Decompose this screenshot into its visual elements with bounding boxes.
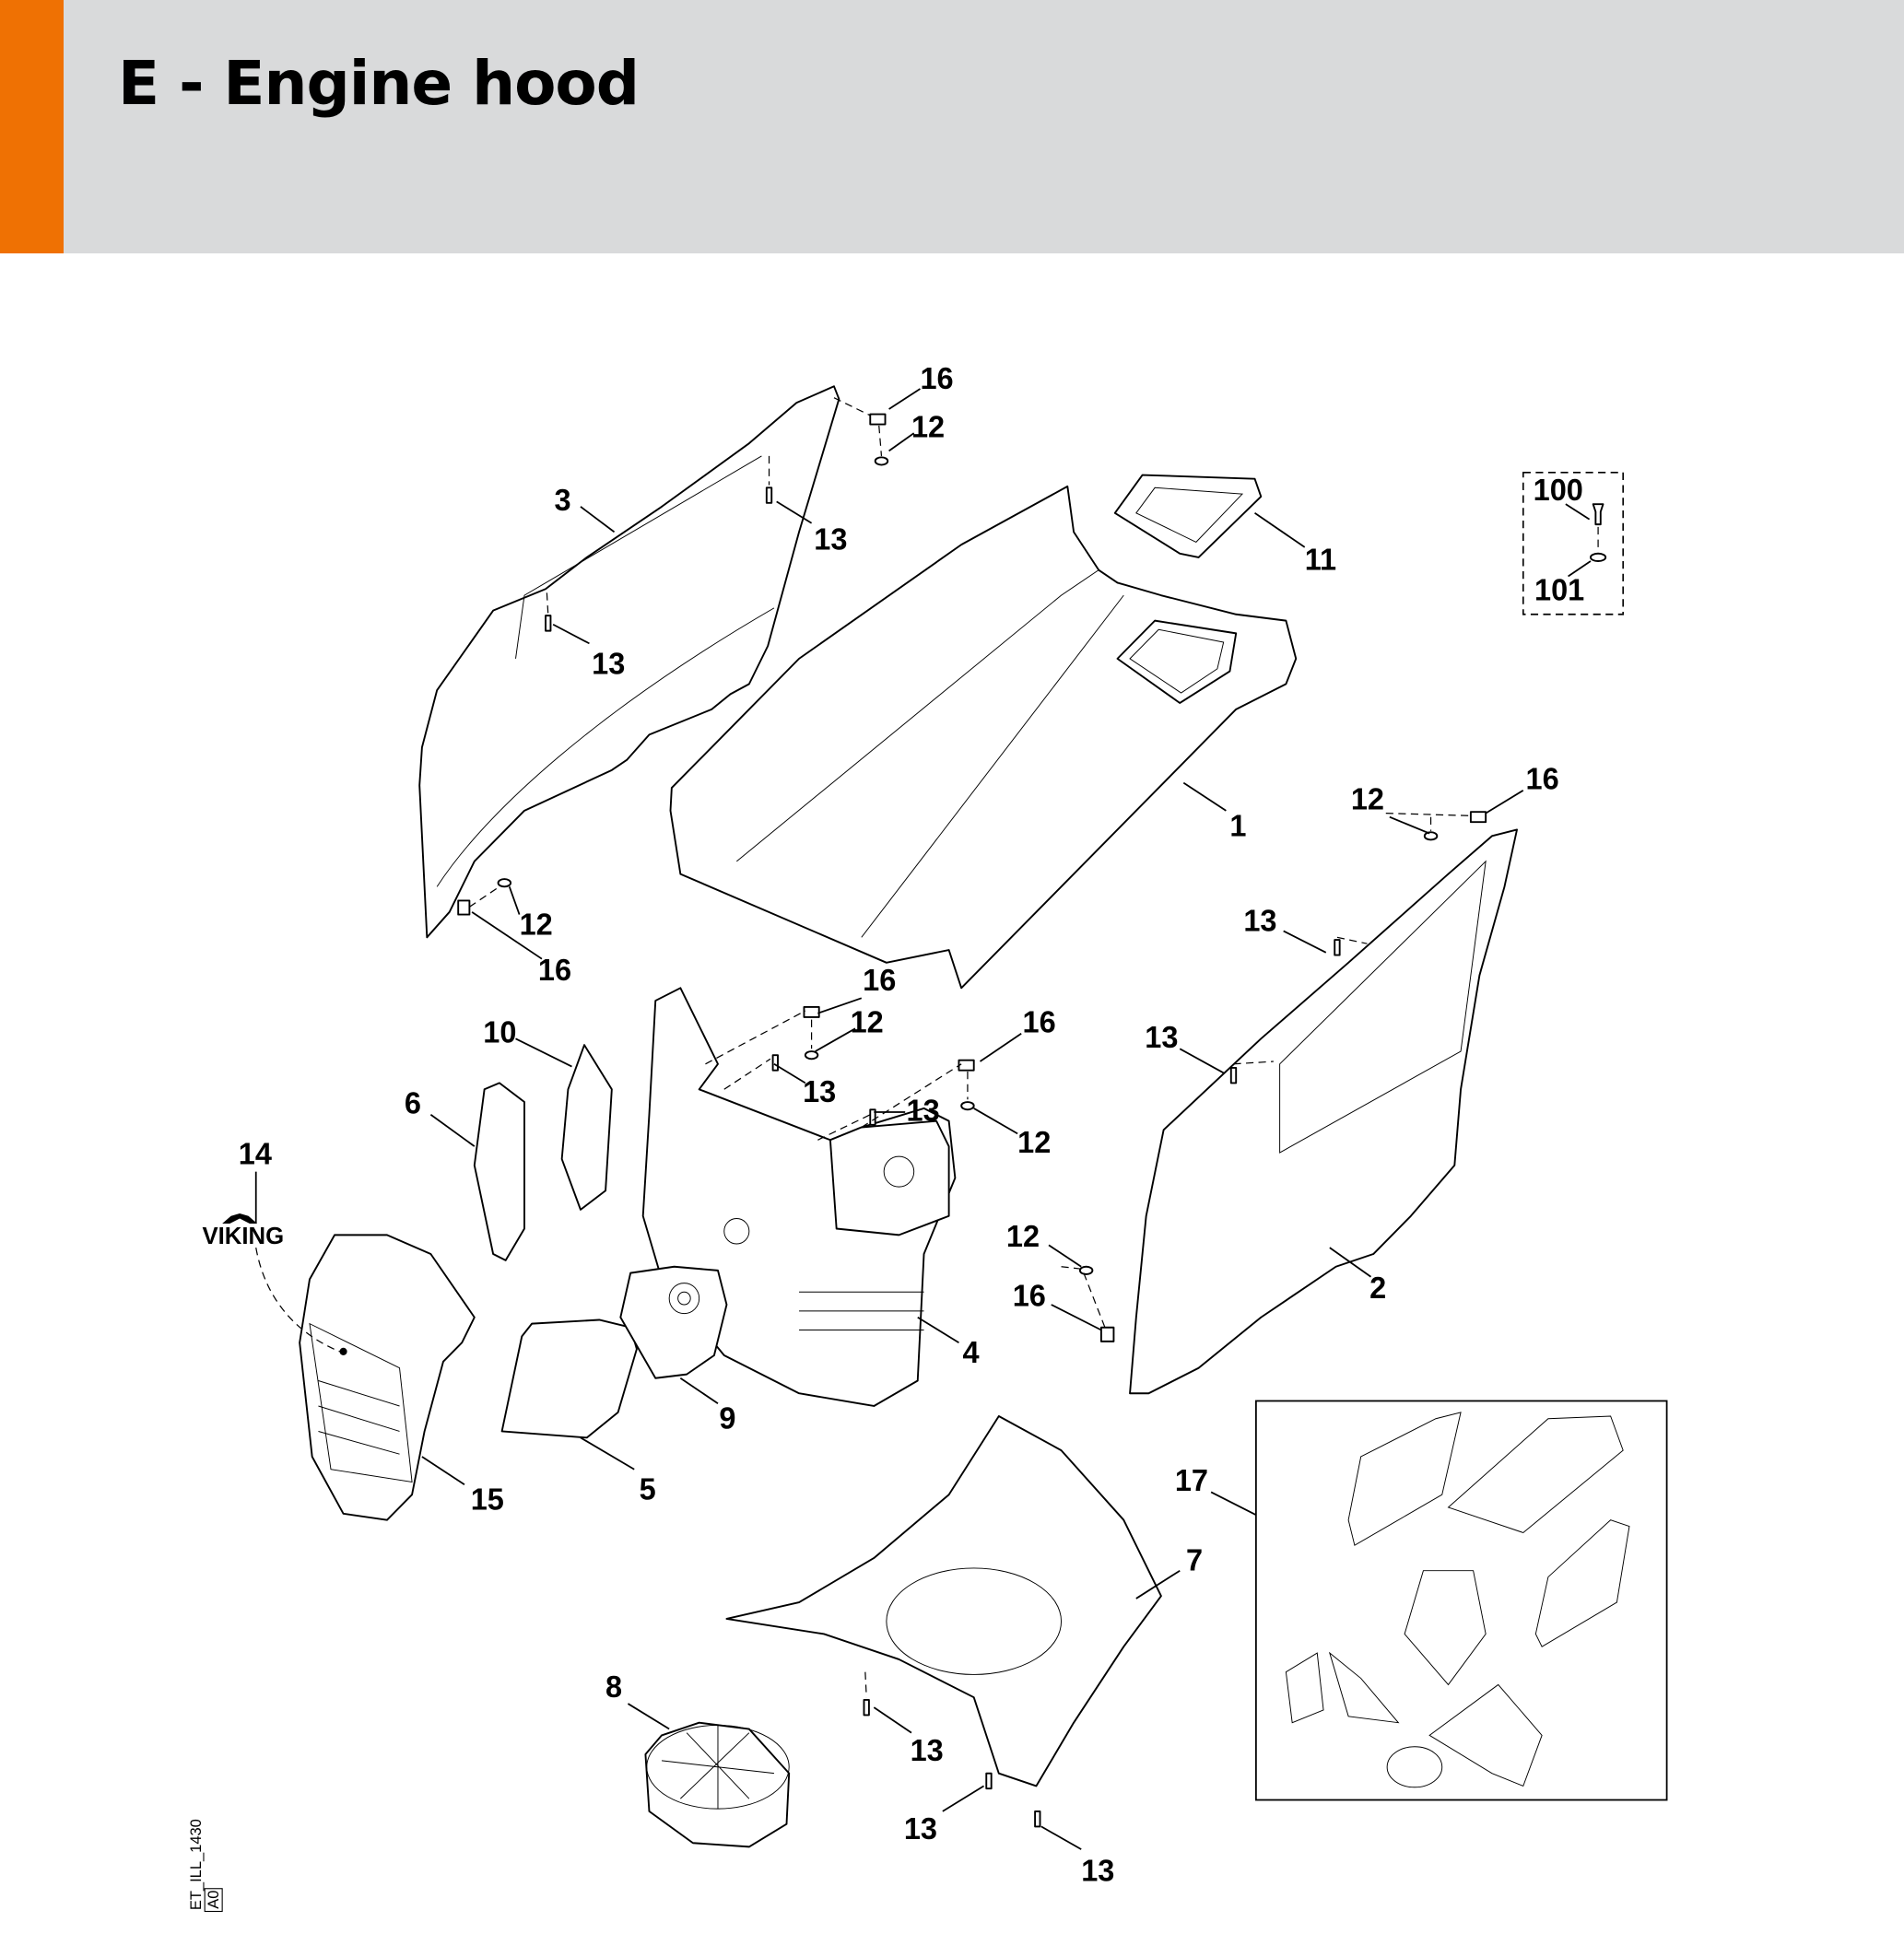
kit-box-100-101: [1522, 471, 1624, 615]
screw-icon: [765, 486, 773, 504]
callout-16[interactable]: 16: [1023, 1004, 1056, 1038]
callout-4[interactable]: 4: [963, 1335, 981, 1369]
callout-12[interactable]: 12: [1351, 781, 1384, 815]
callout-labels: 1 2 3 4 5 6 7 8 9 10 11 12 12 12 12 12 1…: [239, 361, 1584, 1888]
callout-10[interactable]: 10: [483, 1014, 516, 1049]
part-1-engine-hood[interactable]: [669, 485, 1298, 990]
screw-icon: [1334, 939, 1341, 956]
part-8-fan-wheel[interactable]: [644, 1721, 791, 1848]
screw-icon: [985, 1772, 993, 1790]
callout-1[interactable]: 1: [1229, 808, 1246, 842]
clip-nut-icon: [869, 413, 887, 426]
screw-icon: [771, 1054, 779, 1072]
callout-16[interactable]: 16: [920, 361, 953, 395]
part-6-side-cover[interactable]: [473, 1082, 525, 1261]
callout-15[interactable]: 15: [471, 1482, 504, 1516]
clip-nut-icon: [803, 1005, 820, 1018]
page-title: E - Engine hood: [118, 48, 640, 119]
screw-icon: [545, 615, 552, 632]
callout-7[interactable]: 7: [1186, 1542, 1203, 1576]
callout-14[interactable]: 14: [239, 1136, 273, 1170]
screw-icon: [1423, 831, 1439, 841]
part-17-overview-inset[interactable]: [1255, 1400, 1668, 1801]
part-11-vent-trim[interactable]: [1113, 474, 1263, 558]
screw-icon: [960, 1101, 975, 1111]
callout-12[interactable]: 12: [1006, 1219, 1040, 1253]
screw-icon: [869, 1108, 876, 1126]
callout-13[interactable]: 13: [803, 1074, 836, 1108]
callout-6[interactable]: 6: [405, 1085, 421, 1119]
part-14-viking-logo[interactable]: VIKING: [202, 1213, 284, 1249]
viking-helmet-icon: [222, 1213, 258, 1225]
page-header: E - Engine hood: [0, 0, 1904, 253]
callout-13[interactable]: 13: [907, 1093, 940, 1127]
revision-box: [204, 1888, 223, 1913]
callout-8[interactable]: 8: [605, 1670, 622, 1704]
viking-logo-text: VIKING: [202, 1224, 284, 1249]
header-accent-bar: [0, 0, 64, 253]
callout-16[interactable]: 16: [863, 963, 896, 997]
callout-16[interactable]: 16: [1526, 761, 1559, 795]
part-7-lower-cowl[interactable]: [725, 1415, 1162, 1787]
callout-13[interactable]: 13: [1243, 903, 1276, 937]
callout-13[interactable]: 13: [1145, 1020, 1178, 1054]
revision-code: A0: [206, 1891, 222, 1909]
callout-13[interactable]: 13: [592, 646, 625, 680]
part-9-headlight-housing[interactable]: [619, 1265, 728, 1379]
screw-icon: [874, 456, 889, 466]
clip-nut-icon: [1469, 811, 1487, 824]
callout-12[interactable]: 12: [520, 907, 553, 941]
callout-12[interactable]: 12: [911, 409, 945, 443]
assembly-lines: [255, 397, 1471, 1698]
callout-16[interactable]: 16: [1013, 1278, 1046, 1312]
part-2-right-side-panel[interactable]: [1129, 828, 1518, 1395]
screw-icon: [1229, 1066, 1238, 1084]
callout-13[interactable]: 13: [911, 1733, 944, 1767]
callout-11[interactable]: 11: [1305, 542, 1336, 576]
clip-nut-icon: [958, 1059, 975, 1072]
reference-code: ET_ILL_1430: [188, 1819, 205, 1910]
part-10-lens[interactable]: [560, 1044, 613, 1211]
clip-nut-icon: [457, 899, 471, 916]
callout-13[interactable]: 13: [1081, 1853, 1114, 1887]
callout-2[interactable]: 2: [1369, 1271, 1386, 1305]
callout-13[interactable]: 13: [904, 1811, 937, 1846]
screw-icon: [863, 1698, 870, 1717]
illustration-reference: ET_ILL_1430 A0: [188, 1819, 223, 1913]
screw-icon: [1034, 1810, 1041, 1828]
callout-16[interactable]: 16: [538, 953, 571, 987]
clip-nut-icon: [1099, 1326, 1115, 1342]
callout-100[interactable]: 100: [1534, 473, 1583, 507]
screw-icon: [804, 1050, 819, 1061]
part-3-left-side-panel[interactable]: [418, 385, 840, 939]
part-5-headlight-lens[interactable]: [500, 1318, 638, 1439]
callout-17[interactable]: 17: [1175, 1463, 1208, 1497]
callout-3[interactable]: 3: [555, 483, 571, 517]
screw-icon: [497, 878, 512, 888]
fasteners: [457, 413, 1487, 1828]
callout-101[interactable]: 101: [1534, 572, 1584, 606]
callout-13[interactable]: 13: [814, 521, 847, 556]
callout-12[interactable]: 12: [851, 1004, 884, 1038]
callout-9[interactable]: 9: [719, 1401, 735, 1436]
callout-12[interactable]: 12: [1017, 1125, 1051, 1159]
leader-lines: [254, 388, 1524, 1850]
part-15-front-grille[interactable]: [299, 1234, 476, 1521]
callout-5[interactable]: 5: [640, 1471, 656, 1506]
screw-icon: [1078, 1265, 1094, 1275]
